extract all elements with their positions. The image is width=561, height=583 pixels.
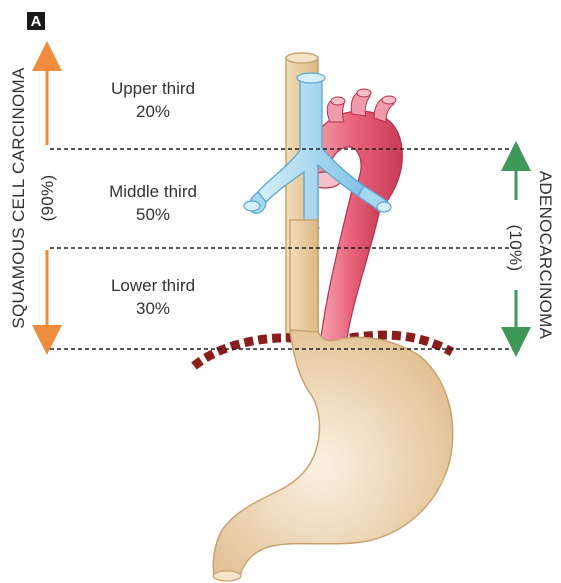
region-lower-percent: 30% [136,299,170,318]
stomach [213,330,453,581]
right-axis-percent: (10%) [506,225,525,272]
region-lower-name: Lower third [111,276,195,295]
region-lower: Lower third 30% [111,276,195,318]
region-middle-percent: 50% [136,205,170,224]
left-axis-label: SQUAMOUS CELL CARCINOMA [9,67,28,329]
region-upper: Upper third 20% [111,79,195,121]
left-axis-percent: (90%) [38,175,57,222]
region-upper-name: Upper third [111,79,195,98]
esophagus-lower [290,220,318,344]
panel-badge: A [27,12,45,30]
region-middle-name: Middle third [109,182,197,201]
region-middle: Middle third 50% [109,182,197,224]
region-upper-percent: 20% [136,102,170,121]
right-axis-label: ADENOCARCINOMA [536,171,555,340]
panel-label: A [31,13,42,30]
